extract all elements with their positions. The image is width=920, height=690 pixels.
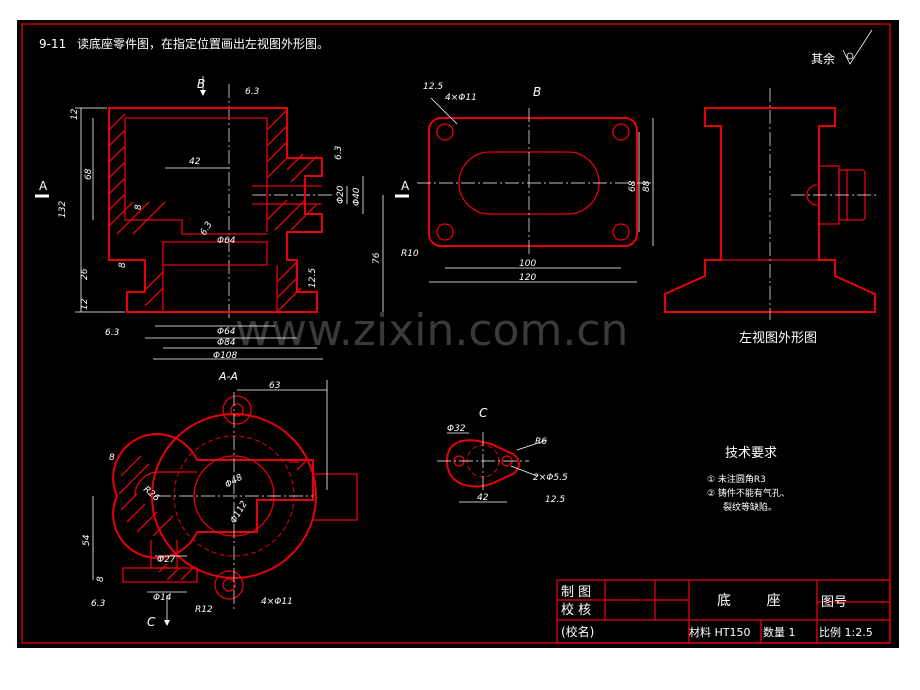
section-view — [92, 380, 358, 626]
tech-req-item-1: ① 未注圆角R3 — [707, 473, 766, 485]
title-block-part-name: 底 座 — [717, 593, 781, 609]
svg-text:R10: R10 — [401, 249, 419, 259]
svg-text:Φ27: Φ27 — [157, 555, 176, 565]
detail-view — [437, 432, 548, 503]
title-block-material: 材料 HT150 — [689, 625, 750, 639]
svg-text:6.3: 6.3 — [91, 599, 106, 609]
top-section-mark: A — [401, 179, 410, 193]
svg-text:132: 132 — [58, 201, 68, 218]
top-view — [417, 97, 654, 283]
svg-text:68: 68 — [84, 168, 94, 180]
svg-text:12.5: 12.5 — [423, 82, 443, 92]
svg-text:12: 12 — [80, 298, 90, 310]
svg-text:R6: R6 — [535, 437, 547, 447]
title-block-quantity: 数量 1 — [763, 626, 796, 639]
roughness-symbol-icon — [842, 29, 873, 65]
svg-text:54: 54 — [82, 534, 92, 546]
watermark: www.zixin.com.cn — [235, 305, 628, 356]
svg-text:8: 8 — [109, 453, 115, 463]
svg-text:2×Φ5.5: 2×Φ5.5 — [533, 473, 568, 483]
svg-text:Φ108: Φ108 — [213, 351, 238, 361]
section-view-arrow-label: C — [147, 615, 156, 629]
front-dimensions: 42 6.3 12 68 132 8 Φ64 6.3 8 26 12 6.3 Φ… — [58, 87, 382, 361]
section-dimensions: 63 8 R26 Φ48 Φ112 54 Φ27 8 6.3 Φ14 R12 4… — [82, 381, 293, 615]
svg-text:26: 26 — [80, 268, 90, 280]
svg-text:Φ112: Φ112 — [229, 499, 250, 525]
front-view-arrow-label: B — [197, 77, 205, 91]
svg-text:42: 42 — [477, 493, 489, 503]
svg-text:6.3: 6.3 — [199, 220, 215, 238]
title-block-scale: 比例 1:2.5 — [819, 625, 873, 639]
drawing-border — [21, 23, 891, 644]
engineering-drawing: www.zixin.com.cn 9-11 读底座零件图，在指定位置画出左视图外… — [21, 23, 891, 644]
svg-text:8: 8 — [134, 204, 144, 210]
front-view — [75, 76, 384, 360]
svg-text:42: 42 — [189, 157, 201, 167]
title-block-school: (校名) — [561, 624, 594, 639]
svg-text:Φ20: Φ20 — [336, 185, 346, 204]
svg-text:6.3: 6.3 — [245, 87, 260, 97]
svg-text:68: 68 — [628, 180, 638, 192]
detail-dimensions: Φ32 R6 2×Φ5.5 12.5 42 — [447, 424, 568, 505]
title-block-drawn: 制 图 — [561, 585, 591, 600]
roughness-note-label: 其余 — [811, 51, 835, 66]
detail-view-title: C — [479, 406, 488, 420]
svg-text:Φ64: Φ64 — [217, 327, 236, 337]
svg-text:6.3: 6.3 — [105, 328, 120, 338]
svg-text:12.5: 12.5 — [545, 495, 565, 505]
top-dimensions: 12.5 4×Φ11 68 88 R10 100 120 — [401, 82, 652, 283]
svg-text:Φ40: Φ40 — [352, 187, 362, 206]
svg-text:12.5: 12.5 — [308, 268, 318, 288]
title-block-checked: 校 核 — [561, 602, 591, 618]
problem-number: 9-11 — [39, 37, 66, 51]
svg-text:Φ64: Φ64 — [217, 236, 236, 246]
tech-req-title: 技术要求 — [725, 446, 777, 461]
svg-text:4×Φ11: 4×Φ11 — [445, 93, 477, 103]
svg-text:12: 12 — [70, 108, 80, 120]
svg-text:4×Φ11: 4×Φ11 — [261, 597, 293, 607]
front-section-mark: A — [39, 179, 48, 193]
svg-text:100: 100 — [519, 259, 536, 269]
svg-text:Φ84: Φ84 — [217, 338, 236, 348]
problem-statement: 读底座零件图，在指定位置画出左视图外形图。 — [77, 36, 329, 51]
tech-req-item-3: 裂纹等缺陷。 — [723, 501, 777, 513]
svg-text:R12: R12 — [195, 605, 213, 615]
section-view-title: A-A — [218, 370, 238, 383]
svg-text:8: 8 — [96, 576, 106, 582]
svg-text:Φ14: Φ14 — [153, 593, 172, 603]
svg-text:76: 76 — [372, 252, 382, 264]
top-view-title: B — [533, 85, 541, 99]
svg-text:63: 63 — [269, 381, 281, 391]
tech-req-item-2: ② 铸件不能有气孔、 — [707, 487, 790, 499]
svg-text:6.3: 6.3 — [334, 145, 344, 160]
svg-text:88: 88 — [642, 180, 652, 192]
drawing-sheet: www.zixin.com.cn 9-11 读底座零件图，在指定位置画出左视图外… — [17, 20, 899, 648]
left-view-caption: 左视图外形图 — [739, 331, 817, 346]
title-block-drawing-no: 图号 — [821, 595, 847, 610]
left-view — [664, 88, 879, 320]
title-block — [556, 579, 891, 644]
svg-text:8: 8 — [118, 262, 128, 268]
svg-text:120: 120 — [519, 273, 536, 283]
svg-text:Φ32: Φ32 — [447, 424, 466, 434]
